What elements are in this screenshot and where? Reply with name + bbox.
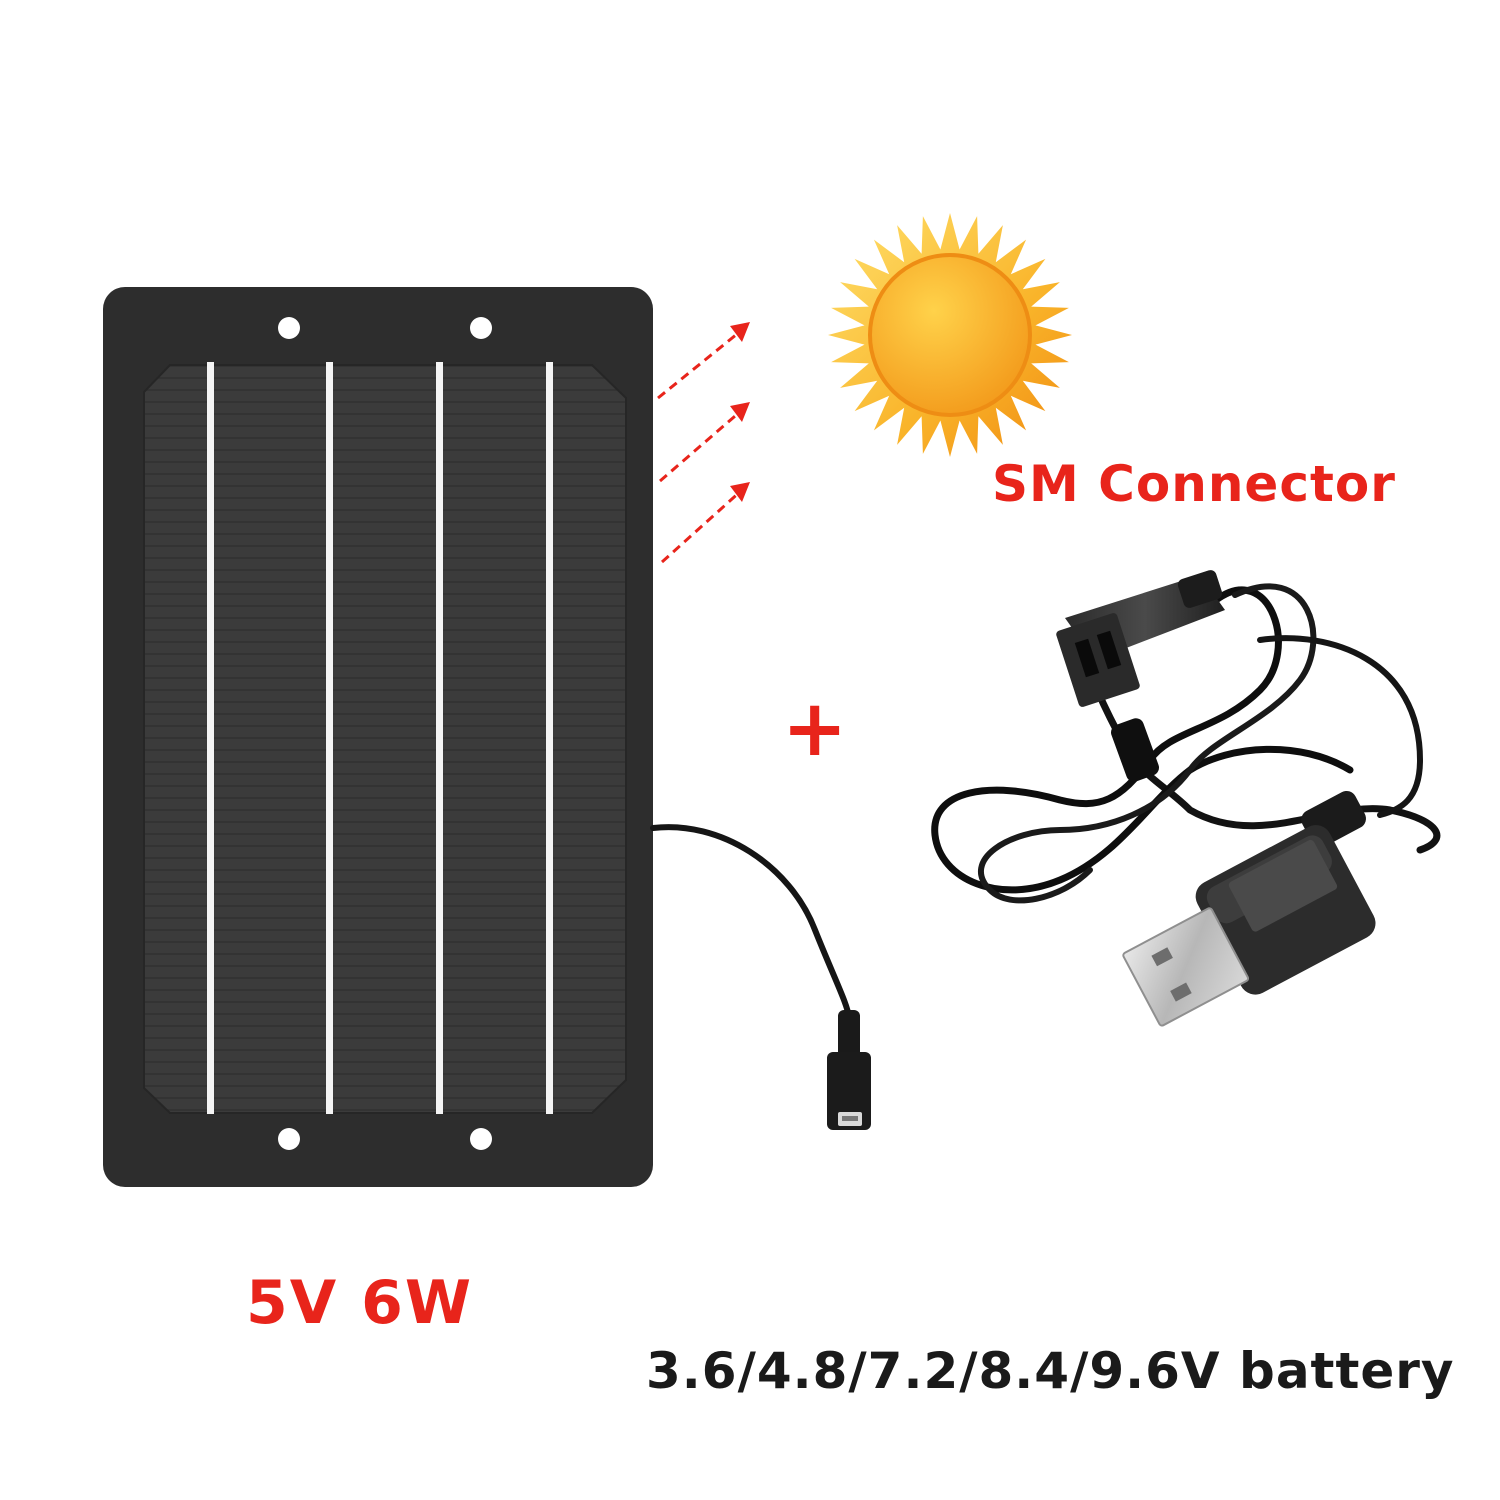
dashed-arrow-icon [657, 328, 744, 564]
dashed-arrow [657, 328, 743, 400]
usb-metal-hole [1170, 982, 1192, 1002]
dashed-arrow [660, 488, 744, 564]
arrow-heads [730, 322, 750, 502]
cable [1257, 635, 1424, 818]
usb-female-port-icon [827, 1052, 871, 1130]
usb-plug-label [1228, 839, 1338, 932]
usb-female-tongue [842, 1116, 858, 1121]
usb-metal-shell [1122, 907, 1250, 1027]
busbar [436, 362, 443, 1114]
sm-plug-cap [1177, 570, 1223, 608]
cable-strain-relief [838, 1010, 860, 1058]
battery-range-label: 3.6/4.8/7.2/8.4/9.6V battery [646, 1342, 1455, 1400]
arrow-head [730, 482, 750, 502]
cable [978, 583, 1317, 904]
mounting-hole [278, 317, 300, 339]
cable-tie [1111, 718, 1159, 782]
cable [650, 824, 852, 1021]
dashed-arrow [659, 408, 743, 483]
busbar [207, 362, 214, 1114]
sm-plug-face [1056, 613, 1140, 707]
plus-sign: + [782, 684, 848, 774]
sm-plug-slot [1074, 638, 1100, 678]
solar-panel [103, 287, 653, 1187]
arrow-head [730, 322, 750, 342]
sun-core [870, 255, 1030, 415]
panel-cells [143, 364, 627, 1114]
connector-title: SM Connector [992, 455, 1396, 513]
sun-icon [828, 213, 1072, 457]
arrow-head [730, 402, 750, 422]
sm-plug-slot [1096, 630, 1122, 670]
sm-connector-plug-icon [1056, 570, 1225, 707]
busbar [326, 362, 333, 1114]
sm-usb-charging-cable [931, 570, 1441, 1027]
mounting-hole [470, 1128, 492, 1150]
sun-core-shade [868, 253, 1032, 417]
usb-male-plug-icon [1122, 790, 1376, 1027]
busbar [546, 362, 553, 1114]
mounting-hole [278, 1128, 300, 1150]
mounting-hole [470, 317, 492, 339]
panel-spec-label: 5V 6W [246, 1268, 474, 1338]
panel-usb-cable [650, 824, 871, 1130]
usb-metal-hole [1151, 947, 1173, 967]
